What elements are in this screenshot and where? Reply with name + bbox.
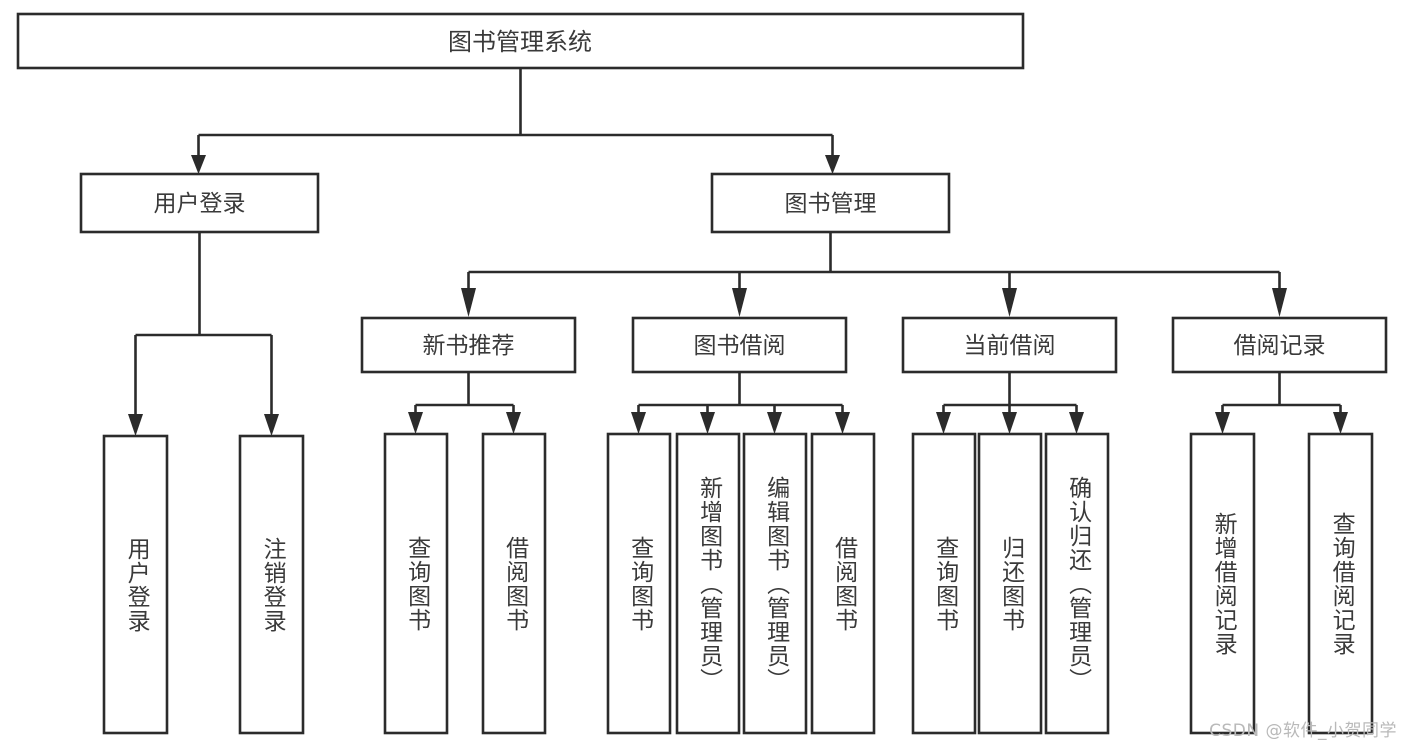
arrow-head-icon <box>128 414 143 436</box>
leaf-box-current-borrow-1[interactable] <box>977 432 1043 735</box>
node-new-book-recommend[interactable]: 新书推荐 <box>360 316 577 374</box>
node-book-borrow[interactable]: 图书借阅 <box>631 316 848 374</box>
leaf-box-new-book-1[interactable] <box>481 432 547 735</box>
arrow-head-icon <box>835 412 850 434</box>
arrow-head-icon <box>461 288 476 317</box>
leaf-box-new-book-0[interactable] <box>383 432 449 735</box>
leaf-box-borrow-record-1[interactable] <box>1307 432 1374 735</box>
arrow-head-icon <box>1002 412 1017 434</box>
node-book-manage[interactable]: 图书管理 <box>710 172 951 234</box>
connector-book-manage-to-level2 <box>461 232 1287 317</box>
arrow-head-icon <box>191 155 206 174</box>
leaf-box-current-borrow-2[interactable] <box>1044 432 1110 735</box>
node-borrow-record-label: 借阅记录 <box>1234 333 1326 359</box>
arrow-head-icon <box>1215 412 1230 434</box>
connector-book-borrow-to-leaves <box>631 372 850 434</box>
arrow-head-icon <box>1002 288 1017 317</box>
connector-user-login-to-leaves <box>128 232 279 436</box>
connector-current-borrow-to-leaves <box>936 372 1084 434</box>
arrow-head-icon <box>767 412 782 434</box>
arrow-head-icon <box>700 412 715 434</box>
node-root-box[interactable] <box>16 12 1025 70</box>
node-book-manage-label: 图书管理 <box>785 191 877 217</box>
connector-root-to-level1 <box>191 68 840 174</box>
arrow-head-icon <box>1333 412 1348 434</box>
node-new-book-recommend-box[interactable] <box>360 316 577 374</box>
connector-borrow-record-to-leaves <box>1215 372 1348 434</box>
leaf-box-borrow-record-0[interactable] <box>1189 432 1256 735</box>
leaf-box-book-borrow-1[interactable] <box>675 432 741 735</box>
leaf-box-user-login-0[interactable] <box>102 434 169 735</box>
node-user-login-label: 用户登录 <box>154 191 246 217</box>
arrow-head-icon <box>732 288 747 317</box>
arrow-head-icon <box>1069 412 1084 434</box>
node-current-borrow[interactable]: 当前借阅 <box>901 316 1118 374</box>
leaf-box-book-borrow-3[interactable] <box>810 432 876 735</box>
connector-new-book-recommend-to-leaves <box>408 372 521 434</box>
arrow-head-icon <box>1272 288 1287 317</box>
arrow-head-icon <box>264 414 279 436</box>
leaf-box-user-login-1[interactable] <box>238 434 305 735</box>
node-user-login-box[interactable] <box>79 172 320 234</box>
node-book-borrow-label: 图书借阅 <box>694 333 786 359</box>
leaf-box-book-borrow-2[interactable] <box>742 432 808 735</box>
node-user-login[interactable]: 用户登录 <box>79 172 320 234</box>
leaf-box-book-borrow-0[interactable] <box>606 432 672 735</box>
node-current-borrow-label: 当前借阅 <box>964 333 1056 359</box>
watermark: CSDN @软件_小贺同学 <box>1209 721 1397 741</box>
node-current-borrow-box[interactable] <box>901 316 1118 374</box>
leaf-box-current-borrow-0[interactable] <box>911 432 977 735</box>
node-borrow-record[interactable]: 借阅记录 <box>1171 316 1388 374</box>
node-root[interactable]: 图书管理系统 <box>16 12 1025 70</box>
node-new-book-recommend-label: 新书推荐 <box>423 333 515 359</box>
arrow-head-icon <box>825 155 840 174</box>
arrow-head-icon <box>506 412 521 434</box>
arrow-head-icon <box>631 412 646 434</box>
node-root-label: 图书管理系统 <box>448 28 592 56</box>
arrow-head-icon <box>936 412 951 434</box>
arrow-head-icon <box>408 412 423 434</box>
